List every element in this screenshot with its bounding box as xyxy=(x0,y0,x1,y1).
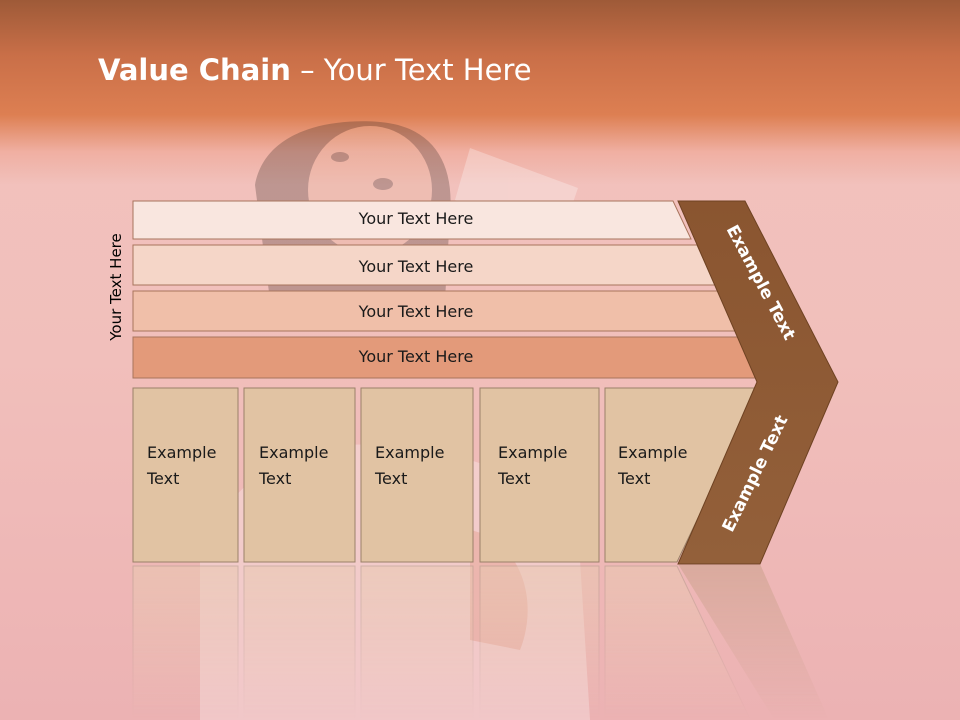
row-band-1 xyxy=(132,200,692,240)
title-rest: – Your Text Here xyxy=(290,53,532,87)
row-label-1: Your Text Here xyxy=(358,209,474,228)
reflection-cell-1 xyxy=(132,565,239,720)
title-bold: Value Chain xyxy=(98,53,291,87)
page-title: Value Chain – Your Text Here xyxy=(98,53,532,87)
activity-cells: Example Text Example Text Example Text E… xyxy=(132,387,761,563)
side-label: Your Text Here xyxy=(107,233,125,341)
reflection-cell-4 xyxy=(479,565,600,720)
cell-2 xyxy=(243,387,356,563)
reflection xyxy=(132,564,829,720)
cell-5-line2: Text xyxy=(617,469,650,488)
chevron-arrow: Example Text Example Text xyxy=(677,200,839,565)
row-bands: Your Text Here Your Text Here Your Text … xyxy=(132,200,764,379)
cell-1-line1: Example xyxy=(147,443,216,462)
cell-3-line1: Example xyxy=(375,443,444,462)
cell-5 xyxy=(604,387,761,563)
cell-4-line2: Text xyxy=(497,469,530,488)
cell-3-line2: Text xyxy=(374,469,407,488)
cell-3 xyxy=(360,387,474,563)
row-label-3: Your Text Here xyxy=(358,302,474,321)
reflection-cell-3 xyxy=(360,565,474,720)
cell-1-line2: Text xyxy=(146,469,179,488)
cell-4 xyxy=(479,387,600,563)
cell-2-line1: Example xyxy=(259,443,328,462)
reflection-chevron xyxy=(678,564,829,720)
row-label-2: Your Text Here xyxy=(358,257,474,276)
cell-1 xyxy=(132,387,239,563)
cell-4-line1: Example xyxy=(498,443,567,462)
row-label-4: Your Text Here xyxy=(358,347,474,366)
reflection-cell-5 xyxy=(604,565,752,720)
reflection-cell-2 xyxy=(243,565,356,720)
cell-5-line1: Example xyxy=(618,443,687,462)
header-band xyxy=(0,0,960,185)
cell-2-line2: Text xyxy=(258,469,291,488)
